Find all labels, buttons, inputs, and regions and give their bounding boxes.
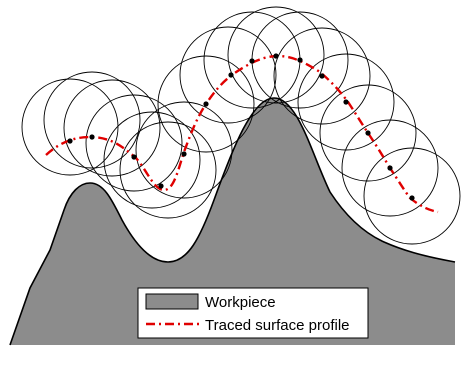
stylus-circles	[21, 6, 461, 245]
stylus-circle	[63, 79, 161, 177]
legend-workpiece-label: Workpiece	[205, 294, 276, 311]
stylus-circle	[103, 111, 201, 209]
workpiece-shape	[10, 98, 455, 345]
legend: Workpiece Traced surface profile	[137, 287, 369, 339]
contact-point	[319, 73, 325, 79]
stylus-circle	[319, 84, 417, 182]
legend-profile-label: Traced surface profile	[205, 317, 350, 334]
contact-point	[297, 57, 303, 63]
stylus-circle	[21, 78, 119, 176]
stylus-circle	[179, 26, 277, 124]
contact-point	[343, 99, 349, 105]
contact-point	[228, 72, 234, 78]
contact-point	[273, 53, 279, 59]
contact-point	[387, 165, 393, 171]
stylus-circle	[273, 27, 371, 125]
contact-point	[131, 154, 137, 160]
stylus-circle	[341, 119, 439, 217]
legend-workpiece-swatch	[145, 293, 199, 310]
contact-point	[409, 195, 415, 201]
contact-point	[158, 183, 164, 189]
stylus-circle	[227, 6, 325, 104]
contact-point	[203, 101, 209, 107]
contact-points	[67, 53, 415, 201]
contact-point	[89, 134, 95, 140]
contact-point	[67, 138, 73, 144]
traced-profile-line	[45, 54, 439, 214]
contact-point	[249, 58, 255, 64]
stylus-circle	[135, 101, 233, 199]
stylus-circle	[119, 121, 217, 219]
stylus-circle	[363, 147, 461, 245]
stylus-circle	[85, 94, 183, 192]
workpiece-surface-edge	[9, 97, 456, 346]
contact-point	[365, 130, 371, 136]
stylus-circle	[297, 53, 395, 151]
contact-point	[181, 151, 187, 157]
stylus-circle	[43, 71, 141, 169]
stylus-circle	[157, 55, 255, 153]
